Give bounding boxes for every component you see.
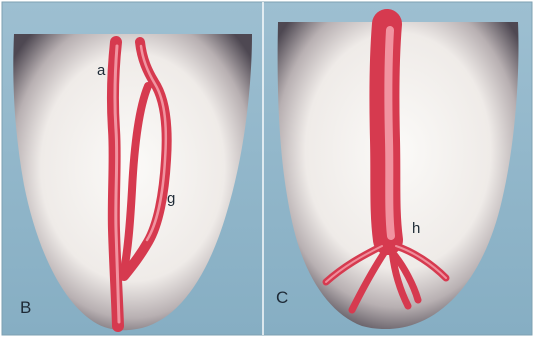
vessel-label-h: h — [412, 220, 420, 237]
vessel-h-highlight — [388, 30, 391, 236]
panel-label-c: C — [276, 288, 288, 307]
vessel-label-g: g — [167, 190, 175, 207]
vessel-label-a: a — [97, 62, 106, 79]
panel-label-b: B — [20, 298, 31, 317]
panel-divider — [262, 2, 264, 335]
